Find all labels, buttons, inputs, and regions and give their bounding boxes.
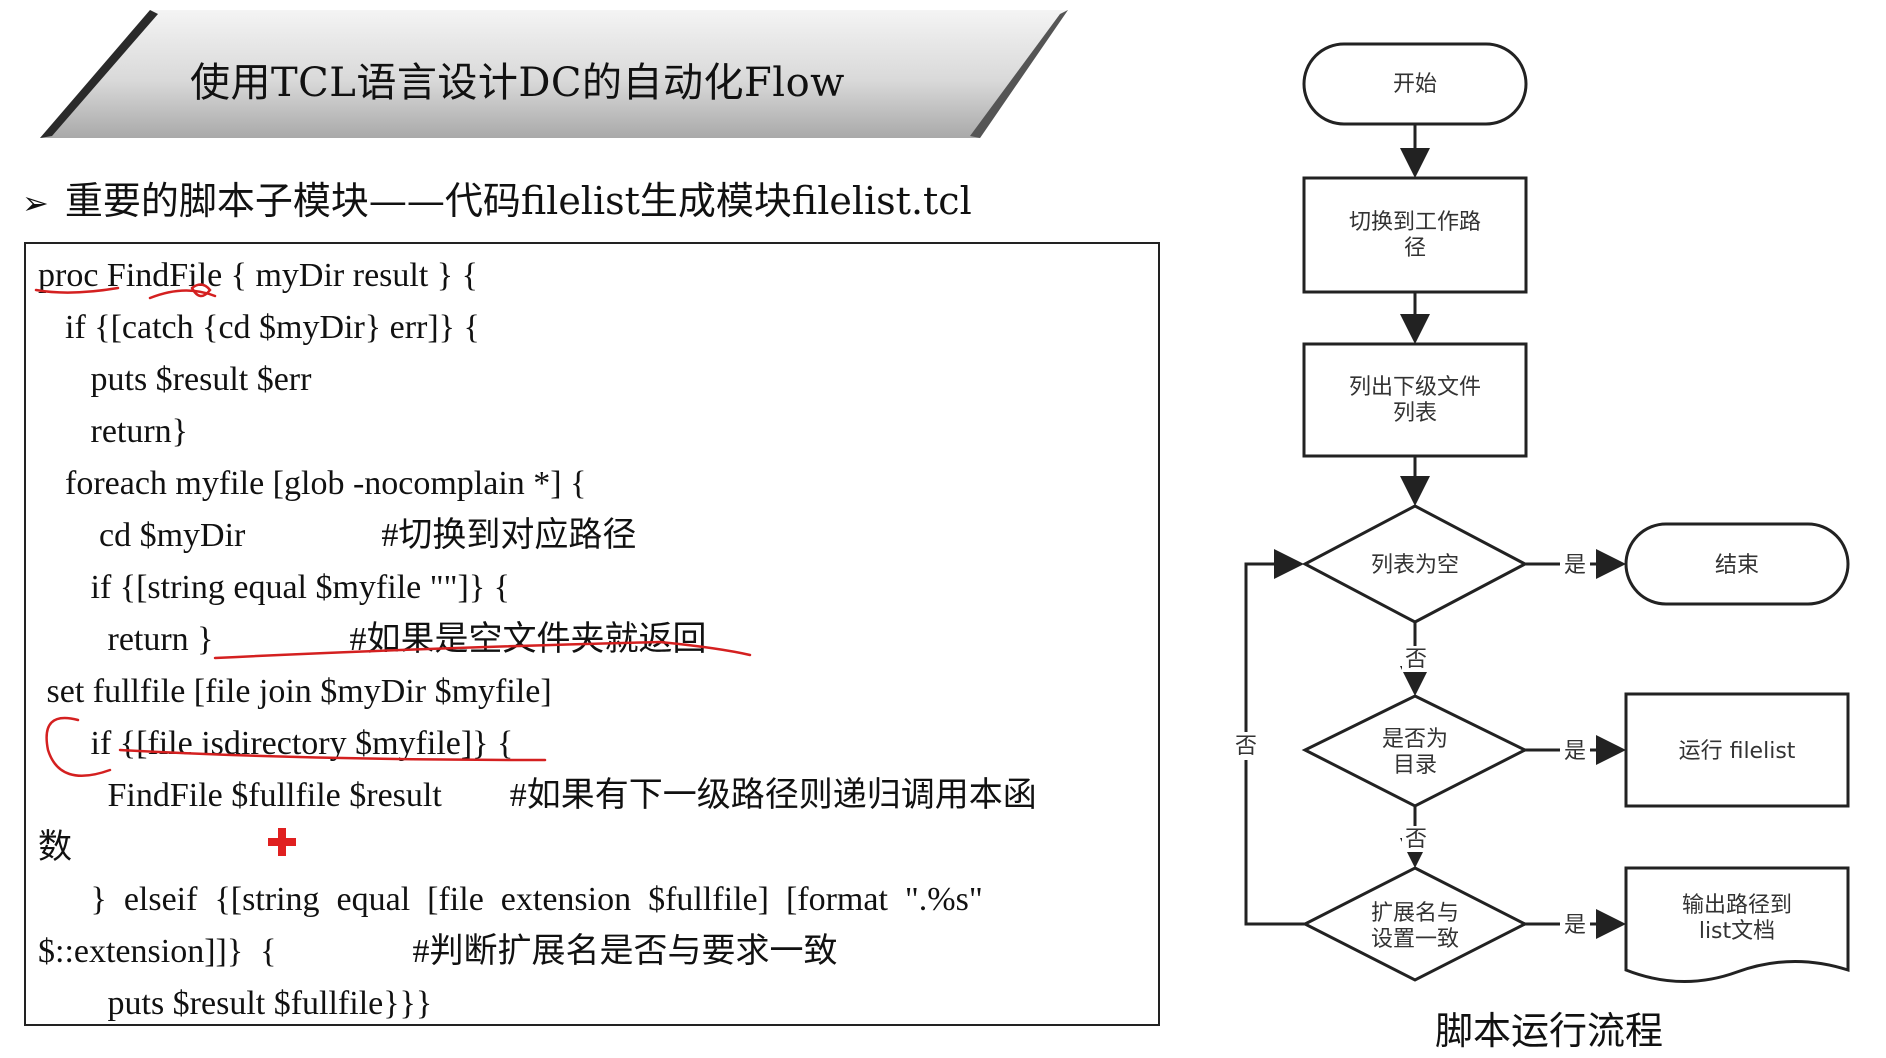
flowchart-caption: 脚本运行流程 (1435, 1009, 1664, 1053)
code-line: $::extension]]} { #判断扩展名是否与要求一致 (38, 933, 838, 970)
code-line: return } #如果是空文件夹就返回 (48, 621, 707, 658)
label-isdir-2: 目录 (1393, 753, 1437, 778)
node-end (1624, 522, 1850, 606)
label-output-2: list文档 (1699, 919, 1775, 944)
label-run: 运行 filelist (1679, 739, 1796, 764)
label-ext-2: 设置一致 (1371, 927, 1459, 952)
edge-label-yes-2: 是 (1564, 739, 1586, 764)
edge-label-no-loop: 否 (1235, 734, 1257, 759)
code-line: puts $result $fullfile}}} (48, 985, 433, 1022)
code-line: FindFile $fullfile $result #如果有下一级路径则递归调… (48, 777, 1037, 814)
bullet-arrow-icon: ➢ (22, 184, 49, 222)
node-switch (1302, 176, 1528, 294)
code-line: 数 (38, 829, 72, 866)
label-output-1: 输出路径到 (1682, 893, 1792, 918)
page-title: 使用TCL语言设计DC的自动化Flow (190, 60, 845, 106)
edge-label-no-2: 否 (1405, 827, 1427, 852)
code-block: proc FindFile { myDir result } { if {[ca… (24, 242, 1160, 1026)
code-line: set fullfile [file join $myDir $myfile] (38, 673, 552, 710)
code-line: if {[string equal $myfile ""]} { (48, 569, 510, 606)
label-list-1: 列出下级文件 (1349, 375, 1481, 400)
code-line: proc FindFile { myDir result } { (38, 257, 478, 294)
code-line: if {[file isdirectory $myfile]} { (48, 725, 514, 762)
label-switch-1: 切换到工作路 (1349, 210, 1481, 235)
label-empty: 列表为空 (1371, 553, 1459, 578)
edge-label-no-1: 否 (1405, 647, 1427, 672)
label-list-2: 列表 (1393, 401, 1437, 426)
subtitle-text: 重要的脚本子模块——代码filelist生成模块filelist.tcl (64, 179, 972, 223)
code-line: } elseif {[string equal [file extension … (48, 881, 983, 918)
code-line: puts $result $err (48, 361, 312, 398)
flowchart: 开始 切换到工作路 径 列出下级文件 列表 列表为空 结束 是否为 目录 运行 … (1232, 42, 1850, 984)
code-line: cd $myDir #切换到对应路径 (48, 517, 637, 554)
banner-shape (40, 10, 1068, 138)
edge-label-yes-3: 是 (1564, 913, 1586, 938)
label-isdir-1: 是否为 (1382, 727, 1448, 752)
code-line: return} (48, 413, 189, 450)
label-end: 结束 (1715, 553, 1759, 578)
label-ext-1: 扩展名与 (1371, 901, 1459, 926)
code-line: if {[catch {cd $myDir} err]} { (48, 309, 480, 346)
label-start: 开始 (1393, 72, 1437, 97)
code-line: foreach myfile [glob -nocomplain *] { (48, 465, 587, 502)
title-banner: 使用TCL语言设计DC的自动化Flow (0, 0, 1100, 150)
node-output (1624, 866, 1850, 984)
node-list (1302, 342, 1528, 458)
node-ext (1301, 866, 1529, 982)
edge-label-yes-1: 是 (1564, 553, 1586, 578)
section-subtitle: ➢ 重要的脚本子模块——代码filelist生成模块filelist.tcl (22, 170, 972, 225)
node-run (1624, 692, 1850, 808)
label-switch-2: 径 (1404, 236, 1426, 261)
